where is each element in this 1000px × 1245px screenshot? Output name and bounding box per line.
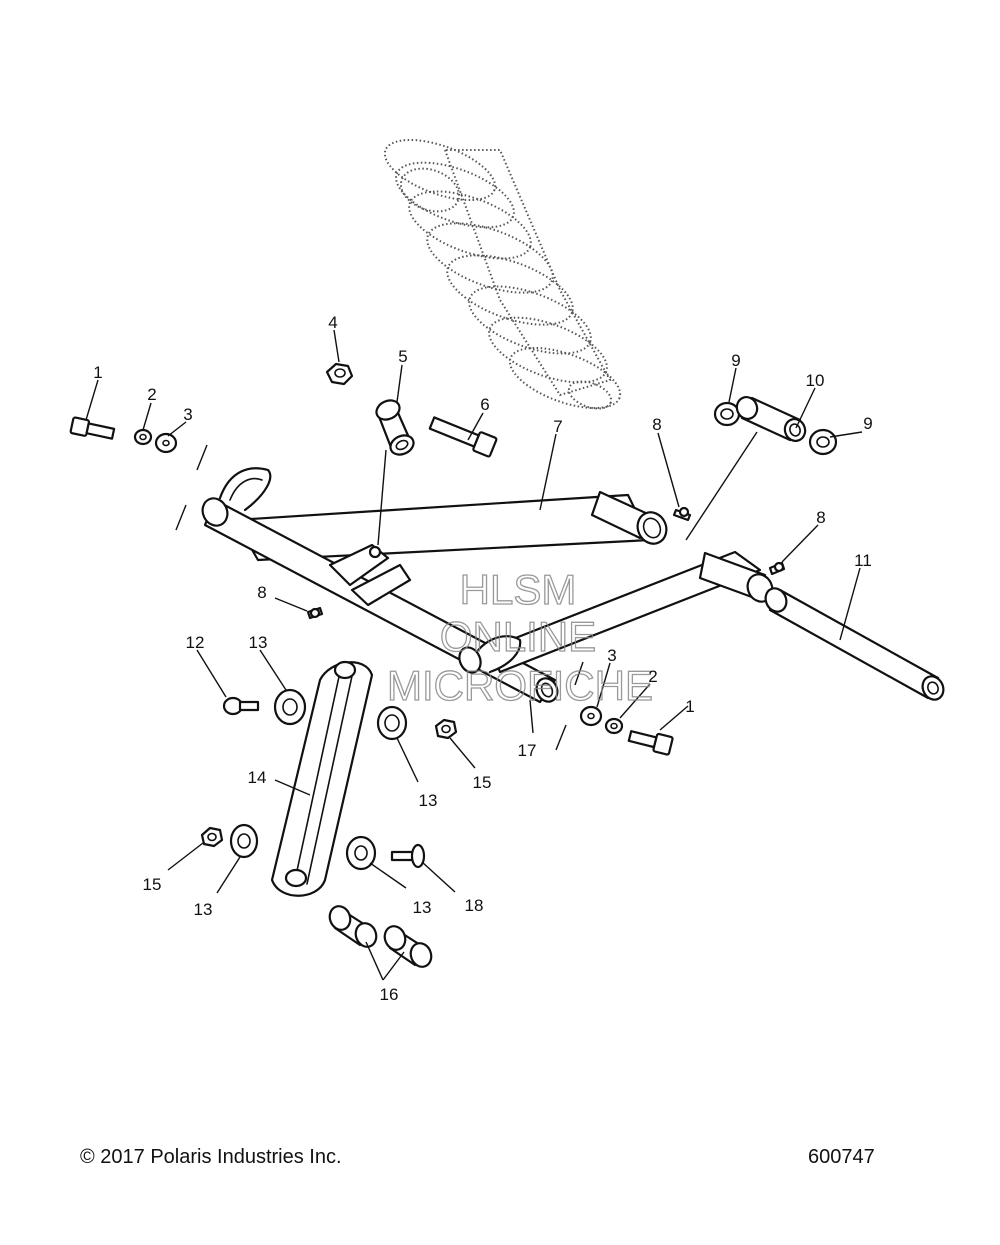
drawing-number: 600747 [808,1146,875,1168]
callout-3: 3 [183,405,192,424]
wheel-13-lower-left [229,823,259,859]
nut-4 [325,362,354,386]
callout-13: 13 [419,791,438,810]
washer-3-left [154,432,178,454]
wheel-13-middle [376,705,408,741]
copyright-notice: © 2017 Polaris Industries Inc. [80,1146,342,1168]
callout-16: 16 [380,985,399,1004]
callout-9: 9 [863,414,872,433]
washer-2-left [133,428,153,446]
alignment-lines [175,431,758,751]
leader-lines [85,329,863,981]
shock-spring-phantom [383,138,622,410]
callout-8: 8 [257,583,266,602]
callout-10: 10 [806,371,825,390]
link-14 [270,660,374,897]
callout-1: 1 [93,363,102,382]
callout-1: 1 [685,697,694,716]
wheel-13-upper [273,688,307,726]
front-arm [458,550,774,674]
callout-4: 4 [328,313,337,332]
watermark-line-3: MICROFICHE [387,662,653,709]
shaft-11 [764,587,945,701]
callout-15: 15 [473,773,492,792]
callout-17: 17 [518,741,537,760]
callout-14: 14 [248,768,267,787]
bolt-1-left [69,416,116,440]
bushing-5 [375,399,415,456]
bushing-16-right [383,925,433,968]
callout-2: 2 [147,385,156,404]
nut-15-top [434,718,458,740]
bolt-1-right [627,730,674,756]
callout-13: 13 [249,633,268,652]
callout-13: 13 [194,900,213,919]
bolt-6 [428,416,498,458]
bushing-16-left [328,905,378,948]
callout-18: 18 [465,896,484,915]
wheel-13-lower-right [345,835,377,871]
grease-fitting-8-top [672,506,692,522]
callout-8: 8 [652,415,661,434]
grease-fitting-8-right [768,561,786,576]
arm-7 [233,490,668,562]
callout-12: 12 [186,633,205,652]
spacer-10 [735,396,807,442]
pin-12 [222,696,260,716]
callout-2: 2 [648,667,657,686]
nut-15-bottom [200,826,224,848]
callout-labels: 1 2 3 4 5 6 7 8 9 10 9 8 11 8 12 13 3 2 … [93,313,872,1004]
washer-2-right [604,717,624,735]
watermark: HLSM ONLINE MICROFICHE [386,565,653,709]
washer-3-right [579,705,603,727]
watermark-line-1: HLSM [460,566,577,613]
callout-8: 8 [816,508,825,527]
callout-7: 7 [553,417,562,436]
watermark-line-2: ONLINE [440,613,596,660]
callout-9: 9 [731,351,740,370]
washer-9-right [808,428,838,456]
callout-15: 15 [143,875,162,894]
washer-9-left [713,401,741,427]
callout-5: 5 [398,347,407,366]
callout-3: 3 [607,646,616,665]
shock-mount-plate [328,543,412,607]
grease-fitting-8-left [306,606,324,620]
callout-6: 6 [480,395,489,414]
callout-13: 13 [413,898,432,917]
pin-18 [390,843,426,869]
callout-11: 11 [854,551,872,570]
